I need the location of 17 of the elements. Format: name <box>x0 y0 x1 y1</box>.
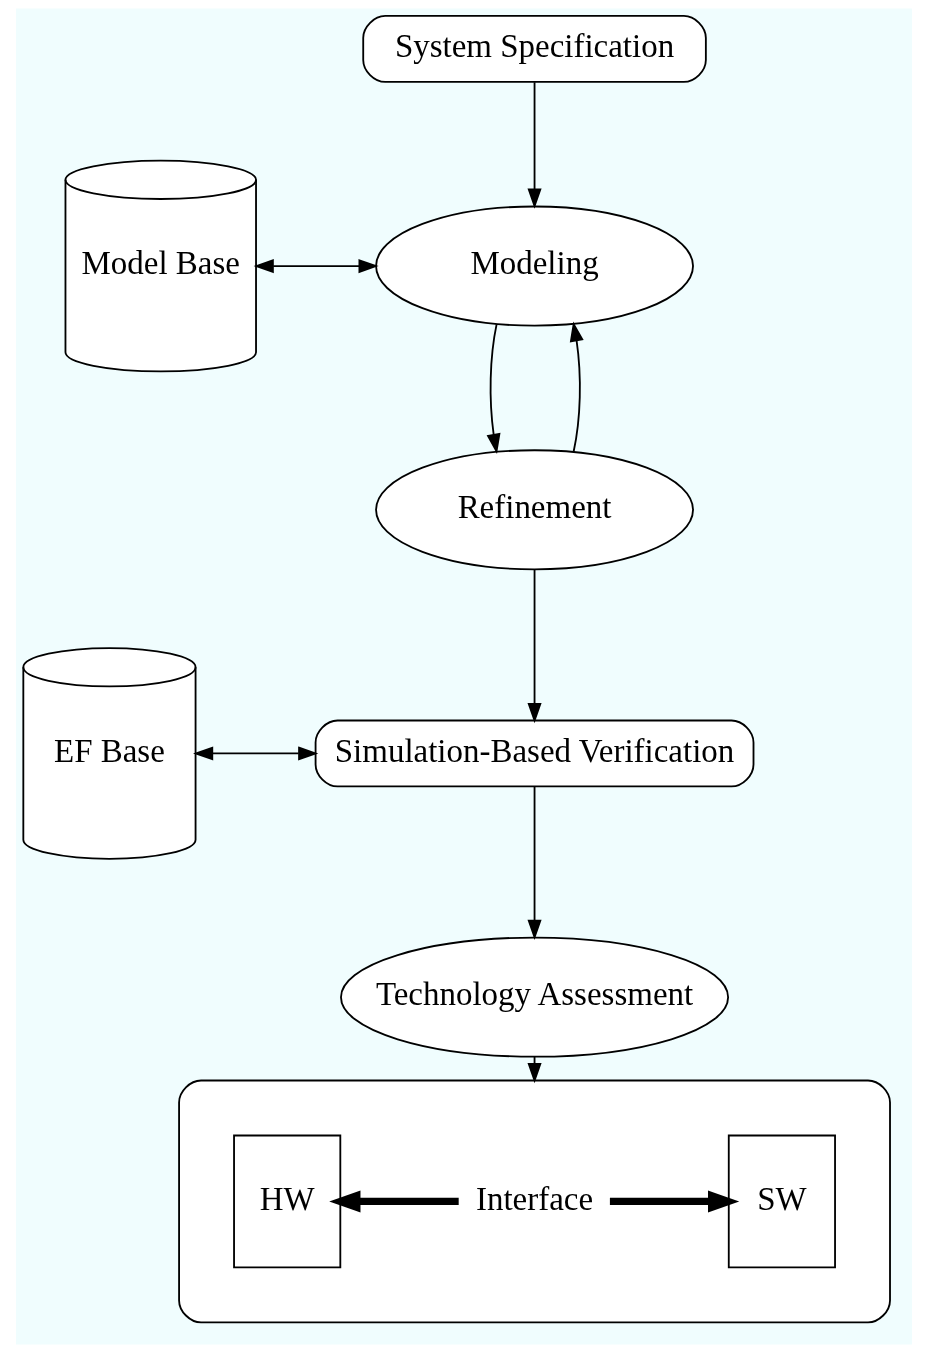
arrow <box>193 746 319 761</box>
arrow <box>527 81 542 209</box>
arrow <box>569 321 584 453</box>
arrow <box>609 1190 740 1213</box>
node-box: HW <box>233 1134 342 1269</box>
cluster <box>178 1079 891 1324</box>
arrow <box>486 323 501 454</box>
node-text: Interface <box>475 1180 594 1217</box>
arrow <box>253 259 379 274</box>
node-box: Simulation-Based Verification <box>314 719 755 788</box>
node-ellipse: Refinement <box>375 449 694 571</box>
node-box: System Specification <box>362 15 707 83</box>
arrow <box>527 568 542 724</box>
arrow <box>527 785 542 940</box>
node-box: SW <box>727 1134 836 1269</box>
node-ellipse: Modeling <box>375 205 694 327</box>
node-ellipse: Technology Assessment <box>340 936 730 1058</box>
